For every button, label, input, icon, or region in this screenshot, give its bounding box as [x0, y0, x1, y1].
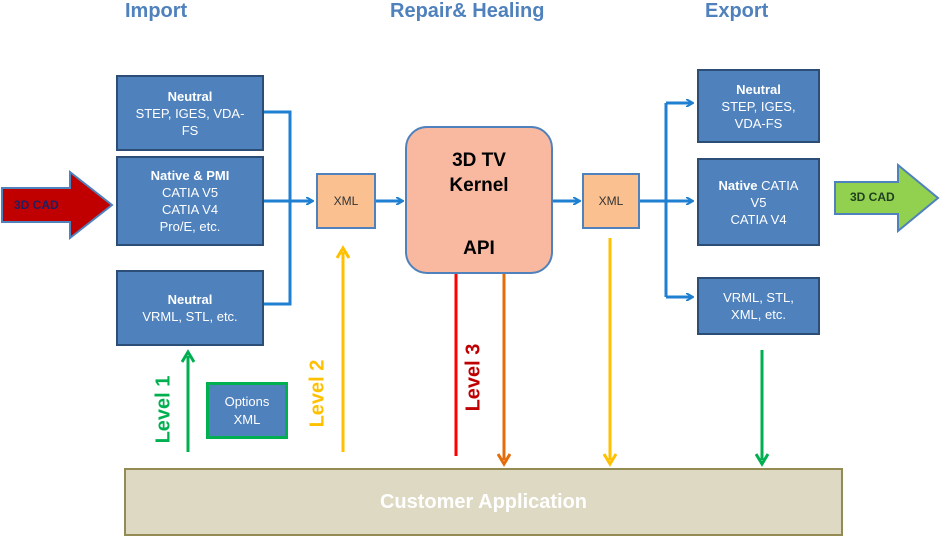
level3-label: Level 3: [462, 343, 485, 412]
box-line: CATIA V4: [730, 211, 787, 227]
level1-label: Level 1: [152, 375, 175, 444]
import-neutral-vrml-box: Neutral VRML, STL, etc.: [116, 270, 264, 346]
box-line: FS: [181, 122, 199, 138]
box-line: STEP, IGES,: [721, 98, 796, 114]
kernel-api-label: API: [463, 238, 495, 259]
box-title: Neutral: [167, 88, 213, 104]
box-title-rest: CATIA: [757, 177, 799, 193]
box-line: CATIA V4: [161, 202, 219, 217]
box-line: V5: [750, 194, 767, 210]
box-line: VRML, STL,: [723, 290, 794, 305]
xml-right-box: XML: [582, 173, 640, 229]
box-line: Pro/E, etc.: [159, 219, 221, 234]
options-line2: XML: [233, 411, 261, 427]
box-title-row: Native CATIA: [719, 177, 799, 194]
repair-header: Repair& Healing: [390, 0, 545, 22]
import-neutral-step-box: Neutral STEP, IGES, VDA- FS: [116, 75, 264, 151]
box-title: Native & PMI: [150, 168, 230, 183]
import-native-pmi-box: Native & PMI CATIA V5 CATIA V4 Pro/E, et…: [116, 156, 264, 246]
import-connector: [264, 110, 312, 306]
kernel-title-line1: 3D TV: [452, 150, 506, 171]
box-title: Neutral: [736, 81, 781, 97]
kernel-title-line2: Kernel: [449, 175, 509, 196]
cad-in-arrow: [1, 169, 114, 241]
box-title: Native: [718, 177, 758, 193]
xml-left-box: XML: [316, 173, 376, 229]
export-connector: [640, 103, 692, 297]
box-line: VRML, STL, etc.: [142, 309, 238, 324]
export-native-box: Native CATIA V5 CATIA V4: [697, 158, 820, 246]
level2-label: Level 2: [306, 359, 329, 428]
cad-out-label: 3D CAD: [850, 190, 895, 204]
box-title: Neutral: [167, 292, 213, 307]
options-line1: Options: [224, 393, 270, 409]
kernel-title: 3D TV Kernel: [407, 148, 551, 198]
cad-out-arrow: [834, 162, 940, 234]
import-header: Import: [125, 0, 188, 22]
box-line: STEP, IGES, VDA-: [135, 105, 245, 121]
box-line: XML, etc.: [731, 307, 786, 322]
export-neutral-box: Neutral STEP, IGES, VDA-FS: [697, 69, 820, 143]
box-line: VDA-FS: [734, 115, 783, 131]
export-header: Export: [705, 0, 769, 22]
customer-application-bar: Customer Application: [124, 468, 843, 536]
options-xml-box: Options XML: [206, 382, 288, 439]
export-vrml-box: VRML, STL, XML, etc.: [697, 277, 820, 335]
box-line: CATIA V5: [161, 185, 219, 200]
kernel-box: 3D TV Kernel API: [405, 126, 553, 274]
cad-in-label: 3D CAD: [14, 198, 59, 212]
